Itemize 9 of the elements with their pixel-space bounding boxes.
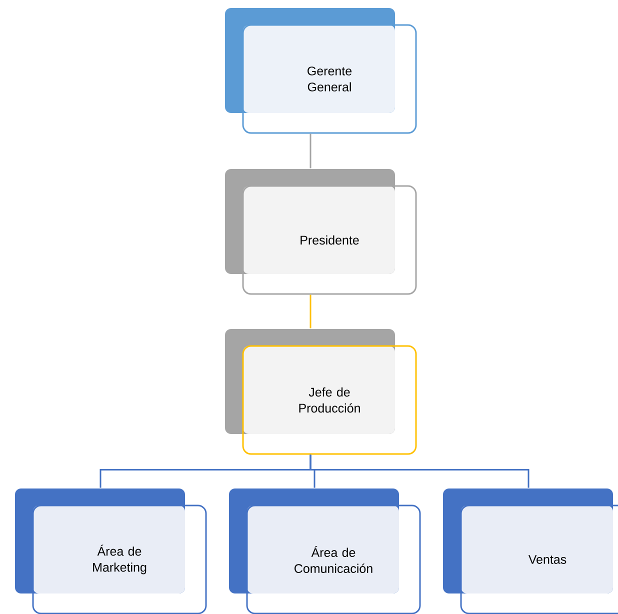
org-box: Gerente General (225, 8, 417, 134)
org-box: Jefe de Producción (225, 329, 417, 455)
org-box: Ventas (443, 488, 618, 614)
connector-line (310, 454, 530, 488)
connector-line (310, 294, 312, 328)
org-box: Presidente (225, 169, 417, 295)
org-box: Área de Comunicación (229, 488, 421, 614)
connector-line (310, 134, 312, 168)
org-box: Área de Marketing (15, 488, 207, 614)
